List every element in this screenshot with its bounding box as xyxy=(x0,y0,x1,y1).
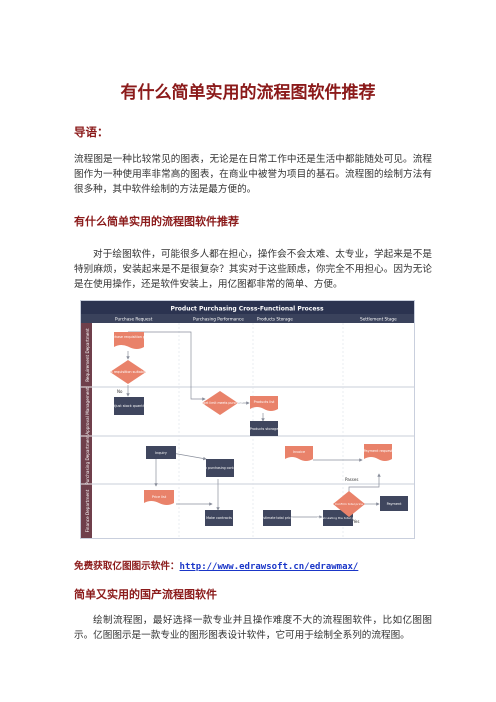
flow-node-process: Make contracts xyxy=(205,510,233,526)
node-label: Confirm total price xyxy=(335,502,363,506)
intro-paragraph: 流程图是一种比较常见的图表，无论是在日常工作中还是生活中都能随处可见。流程图作为… xyxy=(74,154,432,195)
flow-node-document: Products list xyxy=(250,396,278,411)
flow-node-decision: Is requisition suitable xyxy=(110,360,146,384)
node-label: Recalculating the total price xyxy=(317,516,359,520)
diagram-title: Product Purchasing Cross-Functional Proc… xyxy=(170,306,324,313)
document-title: 有什么简单实用的流程图软件推荐 xyxy=(120,83,376,103)
flow-node-process: Inquiry xyxy=(146,446,176,459)
section1-paragraph: 对于绘图软件，可能很多人都在担心，操作会不会太难、太专业，学起来是不是特别麻烦，… xyxy=(74,249,432,290)
node-label: Price list xyxy=(152,495,167,499)
edge-label-no: No xyxy=(117,389,123,394)
flow-node-process: Payment xyxy=(380,496,408,511)
download-caption: 免费获取亿图图示软件：http://www.edrawsoft.cn/edraw… xyxy=(74,558,358,572)
flowchart-diagram: Product Purchasing Cross-Functional Proc… xyxy=(81,301,414,538)
lane-label: Requirement Department xyxy=(85,328,90,382)
edge-label-yes: Yes xyxy=(352,519,359,524)
node-label: Sign purchasing contract xyxy=(200,466,241,470)
column-header: Products Storage xyxy=(257,317,293,322)
lead-heading: 导语： xyxy=(74,125,109,139)
section2-heading: 简单又实用的国产流程图软件 xyxy=(74,588,217,601)
download-link[interactable]: http://www.edrawsoft.cn/edrawmax/ xyxy=(179,562,359,572)
flow-node-document: Invoice xyxy=(285,446,313,461)
column-header-bar xyxy=(81,314,414,323)
lane-label: Finance Department xyxy=(85,489,90,532)
node-label: Is requisition suitable xyxy=(110,370,146,374)
node-label: Payment request xyxy=(364,449,393,453)
flow-node-decision: Budget limit meets purchase xyxy=(197,391,243,415)
flow-node-process: Products storage xyxy=(250,421,279,436)
caption-label: 免费获取亿图图示软件： xyxy=(74,561,180,572)
node-label: Purchase requisition plan xyxy=(108,335,151,339)
flow-node-process: Sign purchasing contract xyxy=(200,459,241,477)
node-label: Invoice xyxy=(293,450,305,454)
flow-node-decision: Confirm total price xyxy=(333,491,365,517)
node-label: Payment xyxy=(387,502,403,506)
lane-label-strip xyxy=(81,323,92,538)
column-header: Purchase Request xyxy=(115,317,153,322)
flow-node-document: Payment request xyxy=(364,444,393,461)
lane-label: Approval Management xyxy=(85,387,90,435)
diagram-title-bar xyxy=(81,301,414,314)
node-label: Adjust stock quantity xyxy=(111,404,147,408)
node-label: Make contracts xyxy=(206,516,232,520)
lane-label: Purchasing Department xyxy=(85,435,90,485)
flow-node-document: Price list xyxy=(144,490,174,505)
node-label: Budget limit meets purchase xyxy=(197,401,243,405)
node-label: Products list xyxy=(254,400,275,404)
flow-node-process: Estimate total price xyxy=(261,510,293,526)
section1-heading: 有什么简单实用的流程图软件推荐 xyxy=(74,215,239,228)
flowchart-figure: Product Purchasing Cross-Functional Proc… xyxy=(80,300,415,539)
column-header: Settlement Stage xyxy=(360,317,397,322)
node-label: Products storage xyxy=(250,427,279,431)
flow-node-process: Adjust stock quantity xyxy=(111,397,147,415)
edge-label-passes: Passes xyxy=(345,477,358,482)
node-label: Inquiry xyxy=(155,451,167,455)
node-label: Estimate total price xyxy=(261,516,292,520)
section2-paragraph: 绘制流程图，最好选择一款专业并且操作难度不大的流程图软件，比如亿图图示。亿图图示… xyxy=(74,615,432,641)
column-header: Purchasing Performance xyxy=(193,317,244,322)
flow-node-document: Purchase requisition plan xyxy=(108,332,151,349)
